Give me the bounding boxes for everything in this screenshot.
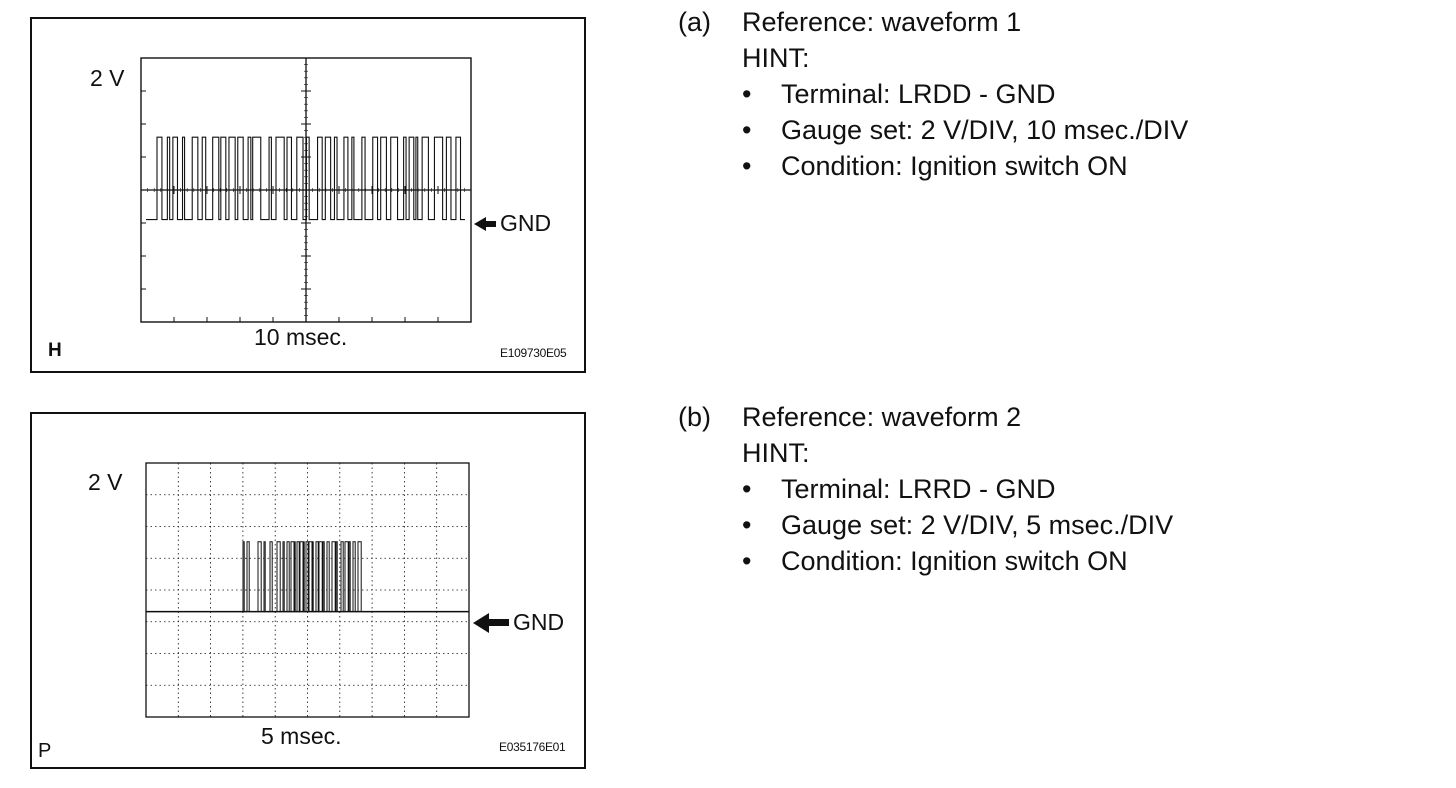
hint-item-text: Gauge set: 2 V/DIV, 5 msec./DIV: [781, 510, 1174, 540]
gnd-marker: GND: [473, 611, 564, 634]
waveform-1-panel: 2 V 10 msec. GND H E109730E05: [30, 17, 586, 373]
bullet-icon: •: [742, 79, 752, 109]
waveform-trace: [146, 541, 469, 613]
hint-item-text: Condition: Ignition switch ON: [781, 546, 1128, 576]
hint-item: • Condition: Ignition switch ON: [742, 543, 1173, 579]
hint-item: • Condition: Ignition switch ON: [742, 148, 1188, 184]
hint-item: • Terminal: LRDD - GND: [742, 76, 1188, 112]
oscilloscope-display-1: [32, 19, 584, 371]
waveform-trace: [146, 136, 465, 221]
bullet-icon: •: [742, 546, 752, 576]
gnd-marker: GND: [474, 212, 551, 235]
time-per-div-label: 5 msec.: [261, 723, 342, 749]
volts-per-div-label: 2 V: [88, 469, 123, 495]
arrow-tail: [489, 619, 509, 626]
hint-item-text: Condition: Ignition switch ON: [781, 151, 1128, 181]
hint-item-text: Gauge set: 2 V/DIV, 10 msec./DIV: [781, 115, 1189, 145]
figure-code: E035176E01: [499, 740, 566, 754]
hint-label: HINT:: [742, 43, 810, 73]
figure-tag: (a): [678, 7, 711, 37]
hint-item-text: Terminal: LRRD - GND: [781, 474, 1056, 504]
oscilloscope-display-2: [32, 414, 584, 767]
bullet-icon: •: [742, 115, 752, 145]
figure-tag: (b): [678, 402, 711, 432]
left-arrow-icon: [473, 612, 489, 633]
oscilloscope-screen-2: [145, 462, 470, 718]
reference-title: Reference: waveform 2: [742, 402, 1022, 432]
left-arrow-icon: [474, 216, 486, 231]
figure-code: E109730E05: [500, 346, 567, 360]
hint-item: • Terminal: LRRD - GND: [742, 471, 1173, 507]
volts-per-div-label: 2 V: [90, 65, 125, 91]
bullet-icon: •: [742, 151, 752, 181]
gnd-label: GND: [513, 609, 565, 635]
hint-list: • Terminal: LRDD - GND • Gauge set: 2 V/DI…: [678, 76, 1188, 184]
figure-corner-letter: P: [38, 740, 52, 762]
bullet-icon: •: [742, 510, 752, 540]
reference-title: Reference: waveform 1: [742, 7, 1022, 37]
figure-corner-letter: H: [48, 340, 62, 361]
bullet-icon: •: [742, 474, 752, 504]
hint-label: HINT:: [742, 438, 810, 468]
waveform-2-panel: 2 V 5 msec. GND P E035176E01: [30, 412, 586, 769]
gnd-label: GND: [500, 210, 552, 236]
hint-item: • Gauge set: 2 V/DIV, 5 msec./DIV: [742, 507, 1173, 543]
hint-list: • Terminal: LRRD - GND • Gauge set: 2 V/DI…: [678, 471, 1173, 579]
hint-item-text: Terminal: LRDD - GND: [781, 79, 1056, 109]
hint-block-a: (a) Reference: waveform 1 HINT: • Termina…: [678, 4, 1188, 184]
hint-item: • Gauge set: 2 V/DIV, 10 msec./DIV: [742, 112, 1188, 148]
oscilloscope-screen-1: [140, 57, 472, 323]
time-per-div-label: 10 msec.: [254, 324, 348, 350]
arrow-tail: [486, 220, 496, 227]
hint-block-b: (b) Reference: waveform 2 HINT: • Termina…: [678, 399, 1173, 579]
